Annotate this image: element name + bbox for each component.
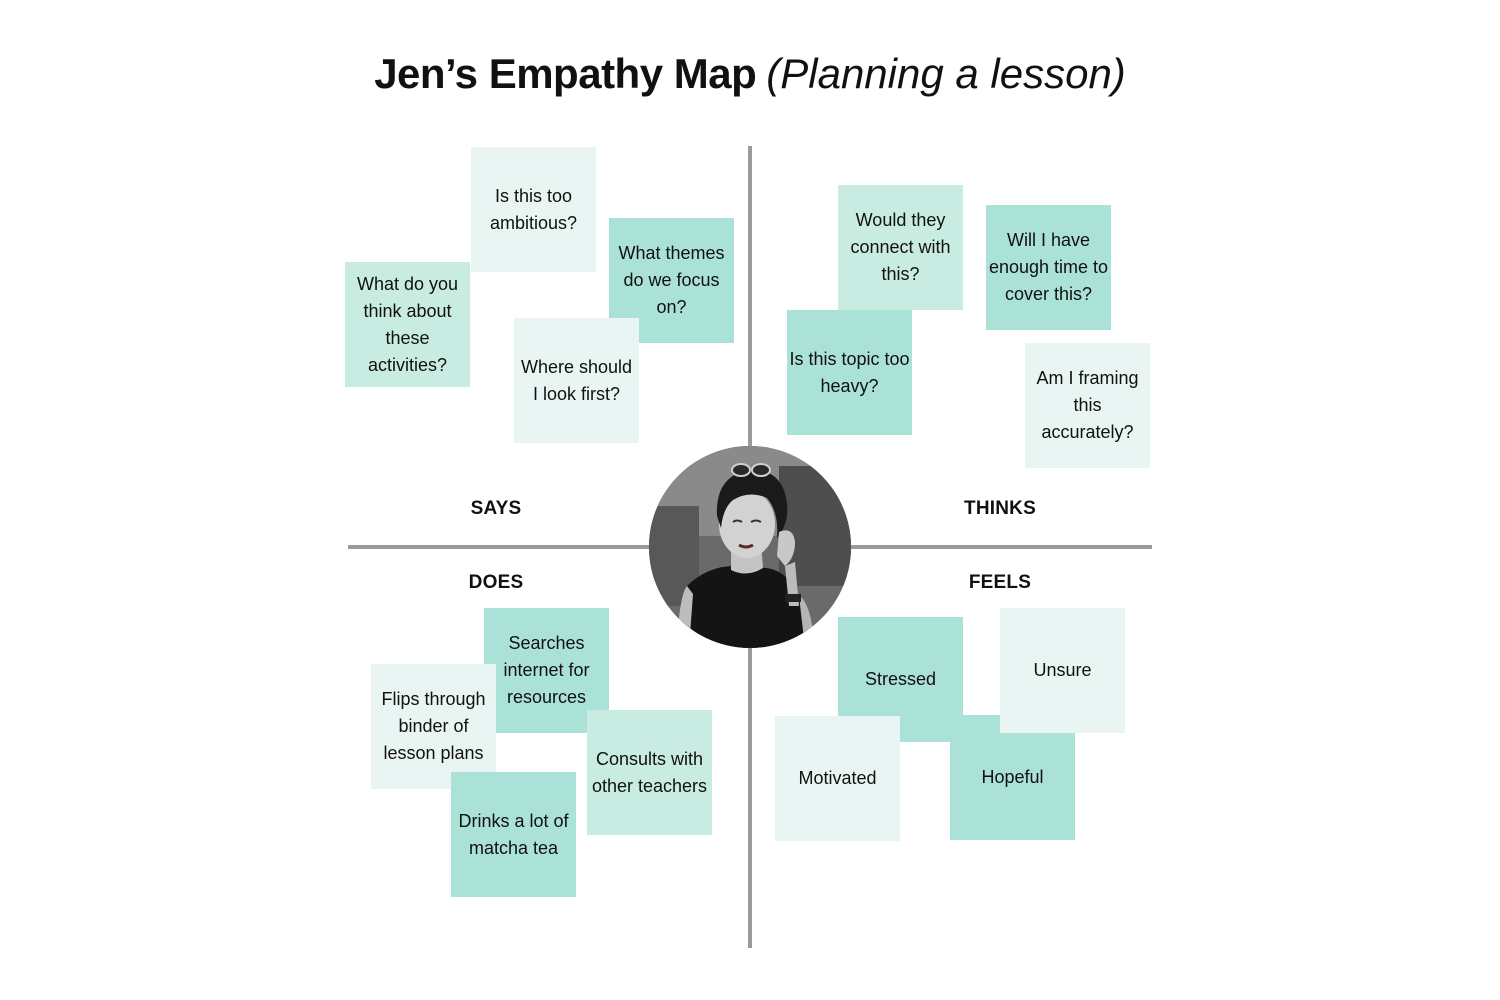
- sticky-note-does[interactable]: Drinks a lot of matcha tea: [451, 772, 576, 897]
- note-text: Am I framing this accurately?: [1036, 368, 1139, 442]
- sticky-note-says[interactable]: What do you think about these activities…: [345, 262, 470, 387]
- sticky-note-feels[interactable]: Motivated: [775, 716, 900, 841]
- sticky-note-thinks[interactable]: Am I framing this accurately?: [1025, 343, 1150, 468]
- note-text: Is this too ambitious?: [489, 185, 578, 233]
- page-title: Jen’s Empathy Map(Planning a lesson): [0, 44, 1500, 104]
- persona-avatar: [649, 446, 851, 648]
- sticky-note-says[interactable]: What themes do we focus on?: [609, 218, 734, 343]
- title-subtitle: (Planning a lesson): [766, 50, 1126, 97]
- sticky-note-does[interactable]: Searches internet for resources: [484, 608, 609, 733]
- sticky-note-feels[interactable]: Hopeful: [950, 715, 1075, 840]
- note-text: Will I have enough time to cover this?: [988, 230, 1109, 304]
- note-text: Flips through binder of lesson plans: [381, 689, 486, 763]
- sticky-note-feels[interactable]: Unsure: [1000, 608, 1125, 733]
- note-text: Is this topic too heavy?: [789, 348, 910, 396]
- note-text: What themes do we focus on?: [618, 243, 725, 317]
- note-text: Stressed: [864, 669, 937, 689]
- note-text: Unsure: [1033, 660, 1092, 680]
- note-text: Where should I look first?: [520, 356, 633, 404]
- sticky-note-thinks[interactable]: Is this topic too heavy?: [787, 310, 912, 435]
- quadrant-label-feels: FEELS: [968, 572, 1032, 593]
- persona-portrait-illustration: [649, 446, 851, 648]
- sticky-note-does[interactable]: Consults with other teachers: [587, 710, 712, 835]
- note-text: Searches internet for resources: [503, 633, 590, 707]
- quadrant-label-says: SAYS: [470, 498, 522, 519]
- sticky-note-thinks[interactable]: Would they connect with this?: [838, 185, 963, 310]
- title-main: Jen’s Empathy Map: [374, 50, 757, 97]
- note-text: Drinks a lot of matcha tea: [458, 810, 569, 858]
- sticky-note-says[interactable]: Is this too ambitious?: [471, 147, 596, 272]
- sticky-note-thinks[interactable]: Will I have enough time to cover this?: [986, 205, 1111, 330]
- sticky-note-says[interactable]: Where should I look first?: [514, 318, 639, 443]
- note-text: Would they connect with this?: [850, 210, 951, 284]
- note-text: Hopeful: [981, 767, 1044, 787]
- note-text: Motivated: [798, 768, 877, 788]
- quadrant-label-does: DOES: [468, 572, 524, 593]
- sticky-note-does[interactable]: Flips through binder of lesson plans: [371, 664, 496, 789]
- quadrant-label-thinks: THINKS: [964, 498, 1036, 519]
- note-text: What do you think about these activities…: [356, 273, 459, 375]
- note-text: Consults with other teachers: [591, 748, 708, 796]
